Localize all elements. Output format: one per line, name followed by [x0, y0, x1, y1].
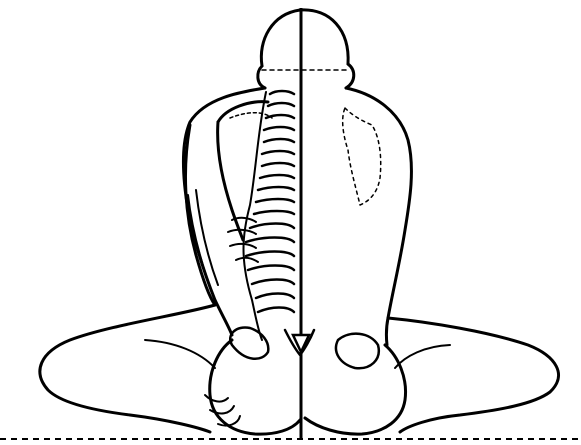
left-leg-outline: [40, 305, 215, 432]
spine-vertebrae: [246, 91, 294, 312]
left-buttock: [210, 340, 300, 434]
neck-outline: [258, 64, 354, 88]
scapula-right: [343, 108, 381, 205]
head-outline: [261, 10, 348, 66]
left-knee-inner: [145, 340, 215, 368]
pelvis-right: [336, 334, 379, 369]
torso-right-outline: [346, 88, 411, 345]
torso-left-outline: [183, 88, 265, 335]
pelvis-left: [230, 327, 268, 358]
right-buttock: [305, 345, 406, 434]
right-leg-outline: [388, 318, 559, 432]
left-hand-outline: [218, 122, 243, 240]
right-knee-inner: [395, 345, 450, 368]
spine-contour: [244, 92, 267, 340]
